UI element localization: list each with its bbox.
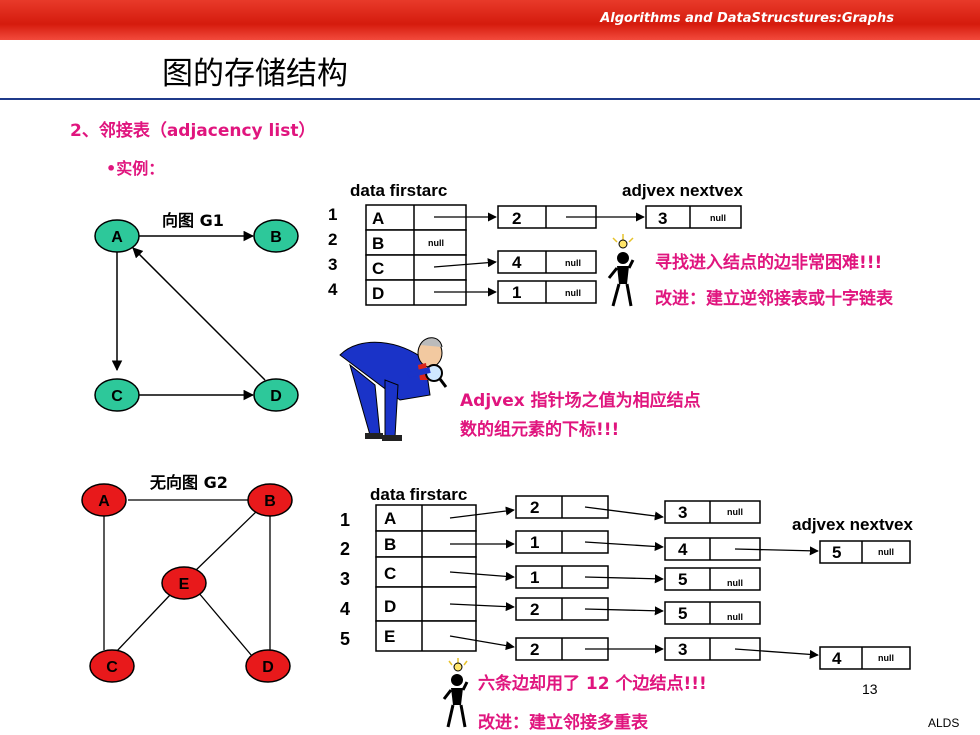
table2-vertex-a: A <box>384 509 396 528</box>
table1-row1-node1: 2 <box>512 209 521 228</box>
node-b-label: B <box>264 493 276 510</box>
node-a-label: A <box>111 229 123 246</box>
table1-index-1: 1 <box>328 205 338 224</box>
graph-g1-label: 向图 G1 <box>162 211 224 230</box>
table1-index-4: 4 <box>328 280 338 299</box>
edge-b-e <box>193 509 259 573</box>
title-divider <box>0 98 980 100</box>
table2-col1-row4: 2 <box>530 600 539 619</box>
thinking-man-icon-2 <box>442 658 469 728</box>
table2-col2-row1: 3 <box>678 503 687 522</box>
table2-index-1: 1 <box>340 510 351 530</box>
node-a-label: A <box>98 493 110 510</box>
note-adjvex-line2: 数的组元素的下标!!! <box>460 420 620 440</box>
node-d-label: D <box>270 388 282 405</box>
table2-col2-row5: 3 <box>678 640 687 659</box>
thinking-man-icon <box>607 234 635 307</box>
table1-null-b: null <box>428 238 444 248</box>
table1-vertex-a: A <box>372 209 384 228</box>
edge-d-a <box>132 247 266 381</box>
table2-col1-row1: 2 <box>530 498 539 517</box>
node-c-label: C <box>111 388 123 405</box>
page-number: 13 <box>862 681 878 697</box>
node-a <box>94 219 140 253</box>
header-banner: Algorithms and DataStrucstures:Graphs <box>0 0 980 40</box>
node-d <box>253 378 299 412</box>
table2-vertex-e: E <box>384 627 395 646</box>
graph-g2-label: 无向图 G2 <box>150 473 228 492</box>
slide-title: 图的存储结构 <box>162 56 348 92</box>
node-b <box>247 483 293 517</box>
banner-text: Algorithms and DataStrucstures:Graphs <box>600 11 894 26</box>
table1-null-row1: null <box>710 213 726 223</box>
adjacency-list-g2: A B C D E 2 1 1 2 2 3 4 5 5 3 5 4 null n… <box>375 495 911 670</box>
note-hard-line1: 寻找进入结点的边非常困难!!! <box>655 253 883 273</box>
table2-index-2: 2 <box>340 539 351 559</box>
node-d <box>245 649 291 683</box>
table2-null-row1: null <box>727 507 743 517</box>
edge-e-d <box>197 591 253 657</box>
graph-g1: A B C D <box>94 219 299 412</box>
node-b <box>253 219 299 253</box>
inspector-illustration-icon <box>339 337 448 441</box>
table2-col2-row4: 5 <box>678 604 687 623</box>
table2-col1-row2: 1 <box>530 533 539 552</box>
table2-col1-row3: 1 <box>530 568 539 587</box>
table2-null-row3: null <box>727 578 743 588</box>
section-heading: 2、邻接表（adjacency list） <box>70 121 316 141</box>
table2-col2-row2: 4 <box>678 540 688 559</box>
node-b-label: B <box>270 229 282 246</box>
table2-null-row2-col3: null <box>878 547 894 557</box>
node-e <box>161 566 207 600</box>
note-improve: 改进：建立邻接多重表 <box>478 713 648 733</box>
table1-vertex-b: B <box>372 234 384 253</box>
note-six-edges: 六条边却用了 12 个边结点!!! <box>478 674 707 694</box>
table2-vertex-b: B <box>384 535 396 554</box>
table2-header-left: data firstarc <box>370 485 468 504</box>
table2-vertex-c: C <box>384 564 396 583</box>
node-c <box>89 649 135 683</box>
table1-vertex-d: D <box>372 284 384 303</box>
table1-index-3: 3 <box>328 255 338 274</box>
table2-index-5: 5 <box>340 629 351 649</box>
node-e-label: E <box>179 576 190 593</box>
table2-null-row4: null <box>727 612 743 622</box>
table1-null-row3: null <box>565 258 581 268</box>
note-hard-line2: 改进：建立逆邻接表或十字链表 <box>655 289 893 309</box>
table1-row1-node2: 3 <box>658 209 667 228</box>
table1-index-2: 2 <box>328 230 338 249</box>
table2-index-4: 4 <box>340 599 351 619</box>
table2-index-3: 3 <box>340 569 351 589</box>
adjacency-list-g1: A B C D 2 3 4 1 null null null null <box>365 204 742 306</box>
table2-header-right: adjvex nextvex <box>792 515 913 534</box>
graph-g2: A B E C D <box>81 483 293 683</box>
table1-row3-node: 4 <box>512 253 522 272</box>
footer-brand: ALDS <box>928 716 960 730</box>
table1-header-left: data firstarc <box>350 181 448 200</box>
node-c-label: C <box>106 659 118 676</box>
table2-col1-row5: 2 <box>530 640 539 659</box>
edge-e-c <box>115 594 171 653</box>
table2-col2-row3: 5 <box>678 570 687 589</box>
table2-col3-row5: 4 <box>832 649 842 668</box>
table2-null-row5-col3: null <box>878 653 894 663</box>
table1-header-right: adjvex nextvex <box>622 181 743 200</box>
example-label: •实例： <box>106 159 165 178</box>
node-c <box>94 378 140 412</box>
table1-null-row4: null <box>565 288 581 298</box>
table1-vertex-c: C <box>372 259 384 278</box>
table2-vertex-d: D <box>384 597 396 616</box>
table1-row4-node: 1 <box>512 283 521 302</box>
node-d-label: D <box>262 659 274 676</box>
node-a <box>81 483 127 517</box>
note-adjvex-line1: Adjvex 指针场之值为相应结点 <box>460 391 701 411</box>
table2-col3-row2: 5 <box>832 543 841 562</box>
